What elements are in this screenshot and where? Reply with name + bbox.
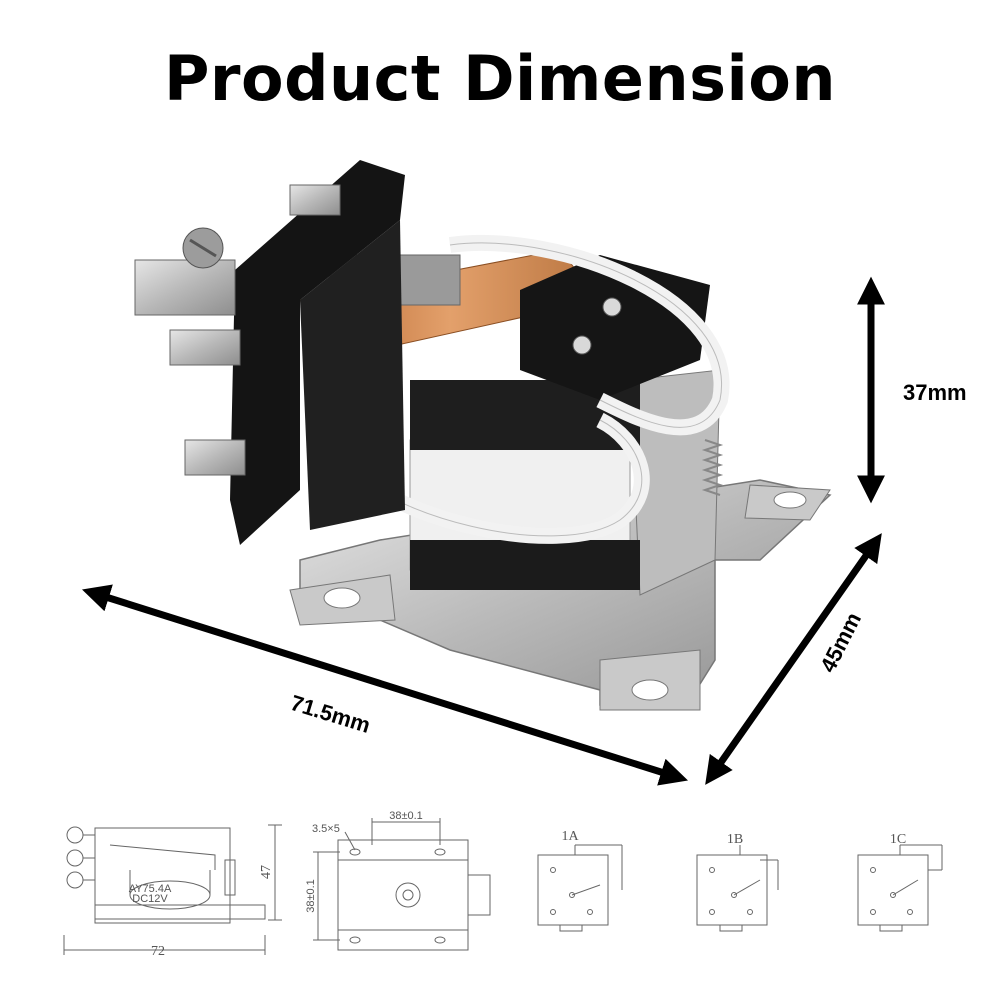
schematic-1b <box>696 845 779 932</box>
arrow-depth <box>705 533 882 785</box>
page-title: Product Dimension <box>163 42 836 115</box>
side-coil-label-2: DC12V <box>132 893 168 905</box>
arrow-length <box>81 584 689 786</box>
base-spacing-top-label: 38±0.1 <box>389 810 423 822</box>
schematic-1c <box>857 844 943 932</box>
side-coil-label-1: AY75.4A <box>129 883 172 895</box>
side-width-label: 72 <box>151 944 165 959</box>
schematic-1a-label: 1A <box>561 829 579 844</box>
base-plate-drawing <box>313 818 491 951</box>
side-view-drawing <box>63 824 282 955</box>
schematic-1b-label: 1B <box>727 832 743 847</box>
height-label: 37mm <box>903 380 967 405</box>
side-height-label: 47 <box>259 865 274 879</box>
schematic-1a <box>537 844 623 932</box>
base-hole-label: 3.5×5 <box>312 823 340 835</box>
base-spacing-side-label: 38±0.1 <box>305 879 317 913</box>
relay-photo <box>134 160 832 711</box>
schematic-1c-label: 1C <box>890 832 906 847</box>
